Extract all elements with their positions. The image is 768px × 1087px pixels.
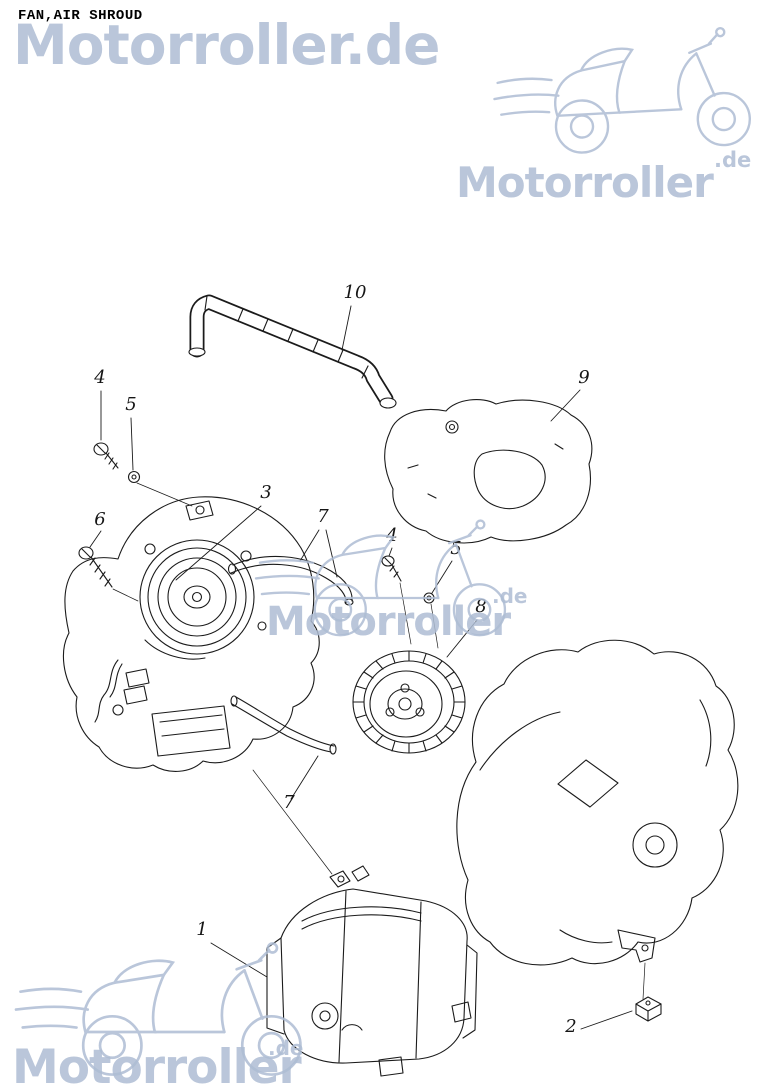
fan-cover	[62, 496, 320, 772]
screw-center	[381, 555, 402, 582]
part-label: 4	[385, 525, 397, 546]
part-label: 6	[94, 509, 105, 530]
screw-left	[78, 546, 113, 588]
breather-tube	[188, 294, 397, 409]
hose-lower	[230, 695, 337, 755]
part-label: 8	[475, 596, 486, 617]
part-label: 4	[93, 367, 105, 388]
page-title: FAN,AIR SHROUD	[18, 8, 143, 24]
clip	[635, 996, 662, 1022]
part-label: 9	[578, 367, 589, 388]
part-label: 1	[196, 919, 207, 940]
part-label: 3	[260, 482, 271, 503]
shroud-plate	[384, 398, 593, 544]
washer-upper-left	[127, 470, 141, 484]
fan-wheel	[352, 650, 466, 754]
part-label: 5	[450, 538, 461, 559]
part-label: 10	[344, 282, 367, 303]
part-label: 7	[317, 506, 329, 527]
screw-upper-left	[93, 442, 119, 470]
part-label: 5	[125, 394, 136, 415]
engine-case-outline	[456, 639, 739, 966]
air-shroud-housing	[266, 865, 478, 1077]
washer-center	[423, 592, 435, 604]
part-label: 2	[564, 1016, 576, 1037]
part-label: 7	[283, 792, 295, 813]
